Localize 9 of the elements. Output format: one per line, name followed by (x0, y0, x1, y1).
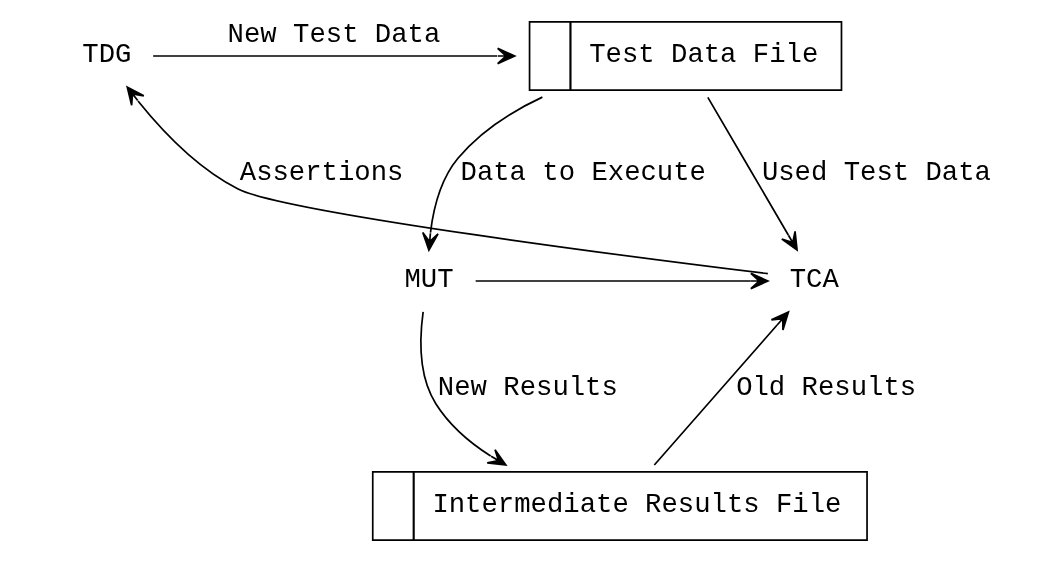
edge-label: New Test Data (227, 19, 440, 51)
edge-label: New Results (437, 371, 618, 403)
edge-label: Old Results (735, 371, 916, 403)
node-text: TDG (81, 39, 131, 71)
edge-label: Data to Execute (460, 157, 706, 189)
edge-label: Assertions (239, 157, 403, 189)
node-text: MUT (403, 264, 454, 296)
edge-label: Used Test Data (761, 157, 991, 189)
node-text: TCA (789, 264, 839, 296)
